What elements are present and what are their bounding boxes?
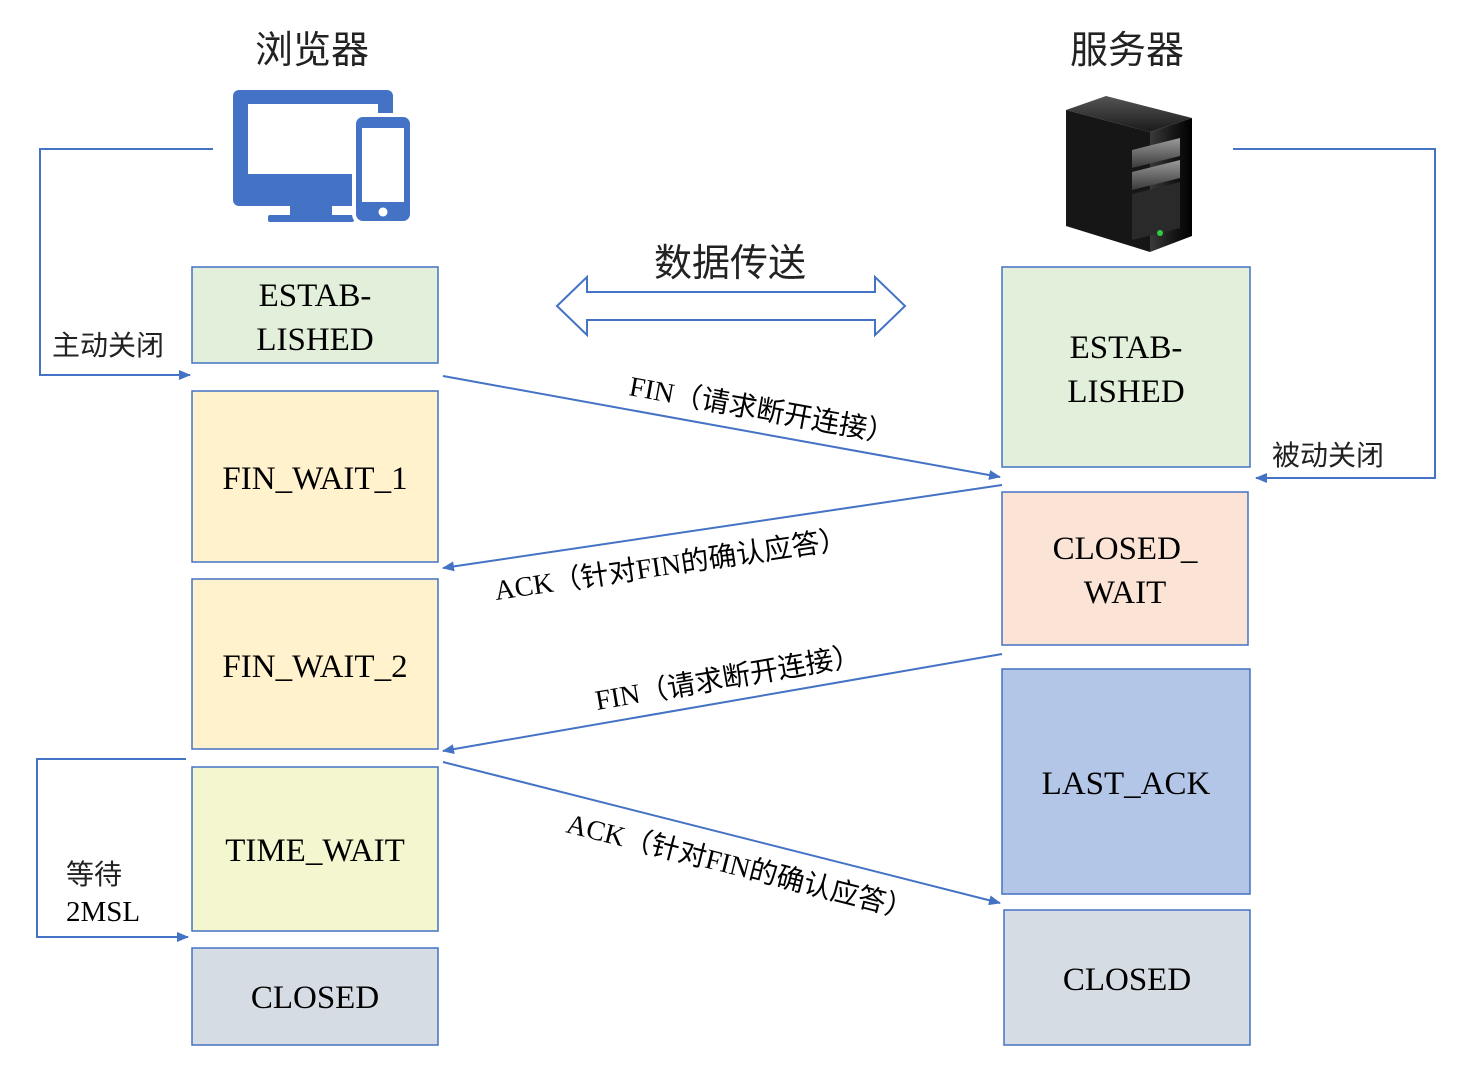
ack-message-label: ACK（针对FIN的确认应答） [563,808,916,926]
fin-message-label: FIN（请求断开连接） [627,370,898,450]
data-transfer-label: 数据传送 [654,241,806,285]
wait-label-line1: 等待 [66,858,122,891]
passive-close-label: 被动关闭 [1272,439,1384,472]
state-label: CLOSED [1063,962,1191,998]
state-label: TIME_WAIT [225,833,405,869]
fin-arrow-client-to-server [442,375,1001,480]
state-label: LISHED [1067,374,1184,410]
state-label: LAST_ACK [1042,766,1211,802]
state-label: WAIT [1084,575,1166,611]
server-state-closed: CLOSED [1003,909,1251,1046]
client-state-fin-wait-2: FIN_WAIT_2 [191,578,439,750]
server-state-last-ack: LAST_ACK [1001,668,1251,895]
state-label: LISHED [256,322,373,358]
ack-message-label: ACK（针对FIN的确认应答） [492,523,849,607]
client-state-established: ESTAB- LISHED [191,266,439,364]
fin-message-label: FIN（请求断开连接） [593,640,864,717]
data-transfer-double-arrow [555,274,907,338]
server-tower-icon [1066,96,1192,252]
state-label: ESTAB- [259,278,372,314]
active-close-connector [39,148,213,380]
wait-2msl-connector [36,758,189,942]
server-state-close-wait: CLOSED_ WAIT [1001,491,1249,646]
wait-label-line2: 2MSL [66,896,140,928]
ack-arrow-client-to-server [442,761,1001,906]
client-state-fin-wait-1: FIN_WAIT_1 [191,390,439,563]
state-label: ESTAB- [1070,330,1183,366]
desktop-and-phone-icon [233,90,414,225]
client-state-time-wait: TIME_WAIT [191,766,439,932]
state-label: FIN_WAIT_1 [222,461,407,497]
server-title: 服务器 [1070,28,1184,72]
active-close-label: 主动关闭 [52,329,164,362]
state-label: FIN_WAIT_2 [222,649,407,685]
passive-close-connector [1233,148,1436,483]
state-label: CLOSED [251,980,379,1016]
state-label: CLOSED_ [1053,531,1198,567]
client-state-closed: CLOSED [191,947,439,1046]
server-state-established: ESTAB- LISHED [1001,266,1251,468]
ack-arrow-server-to-client [442,484,1003,572]
client-title: 浏览器 [255,28,369,72]
fin-arrow-server-to-client [442,653,1003,755]
